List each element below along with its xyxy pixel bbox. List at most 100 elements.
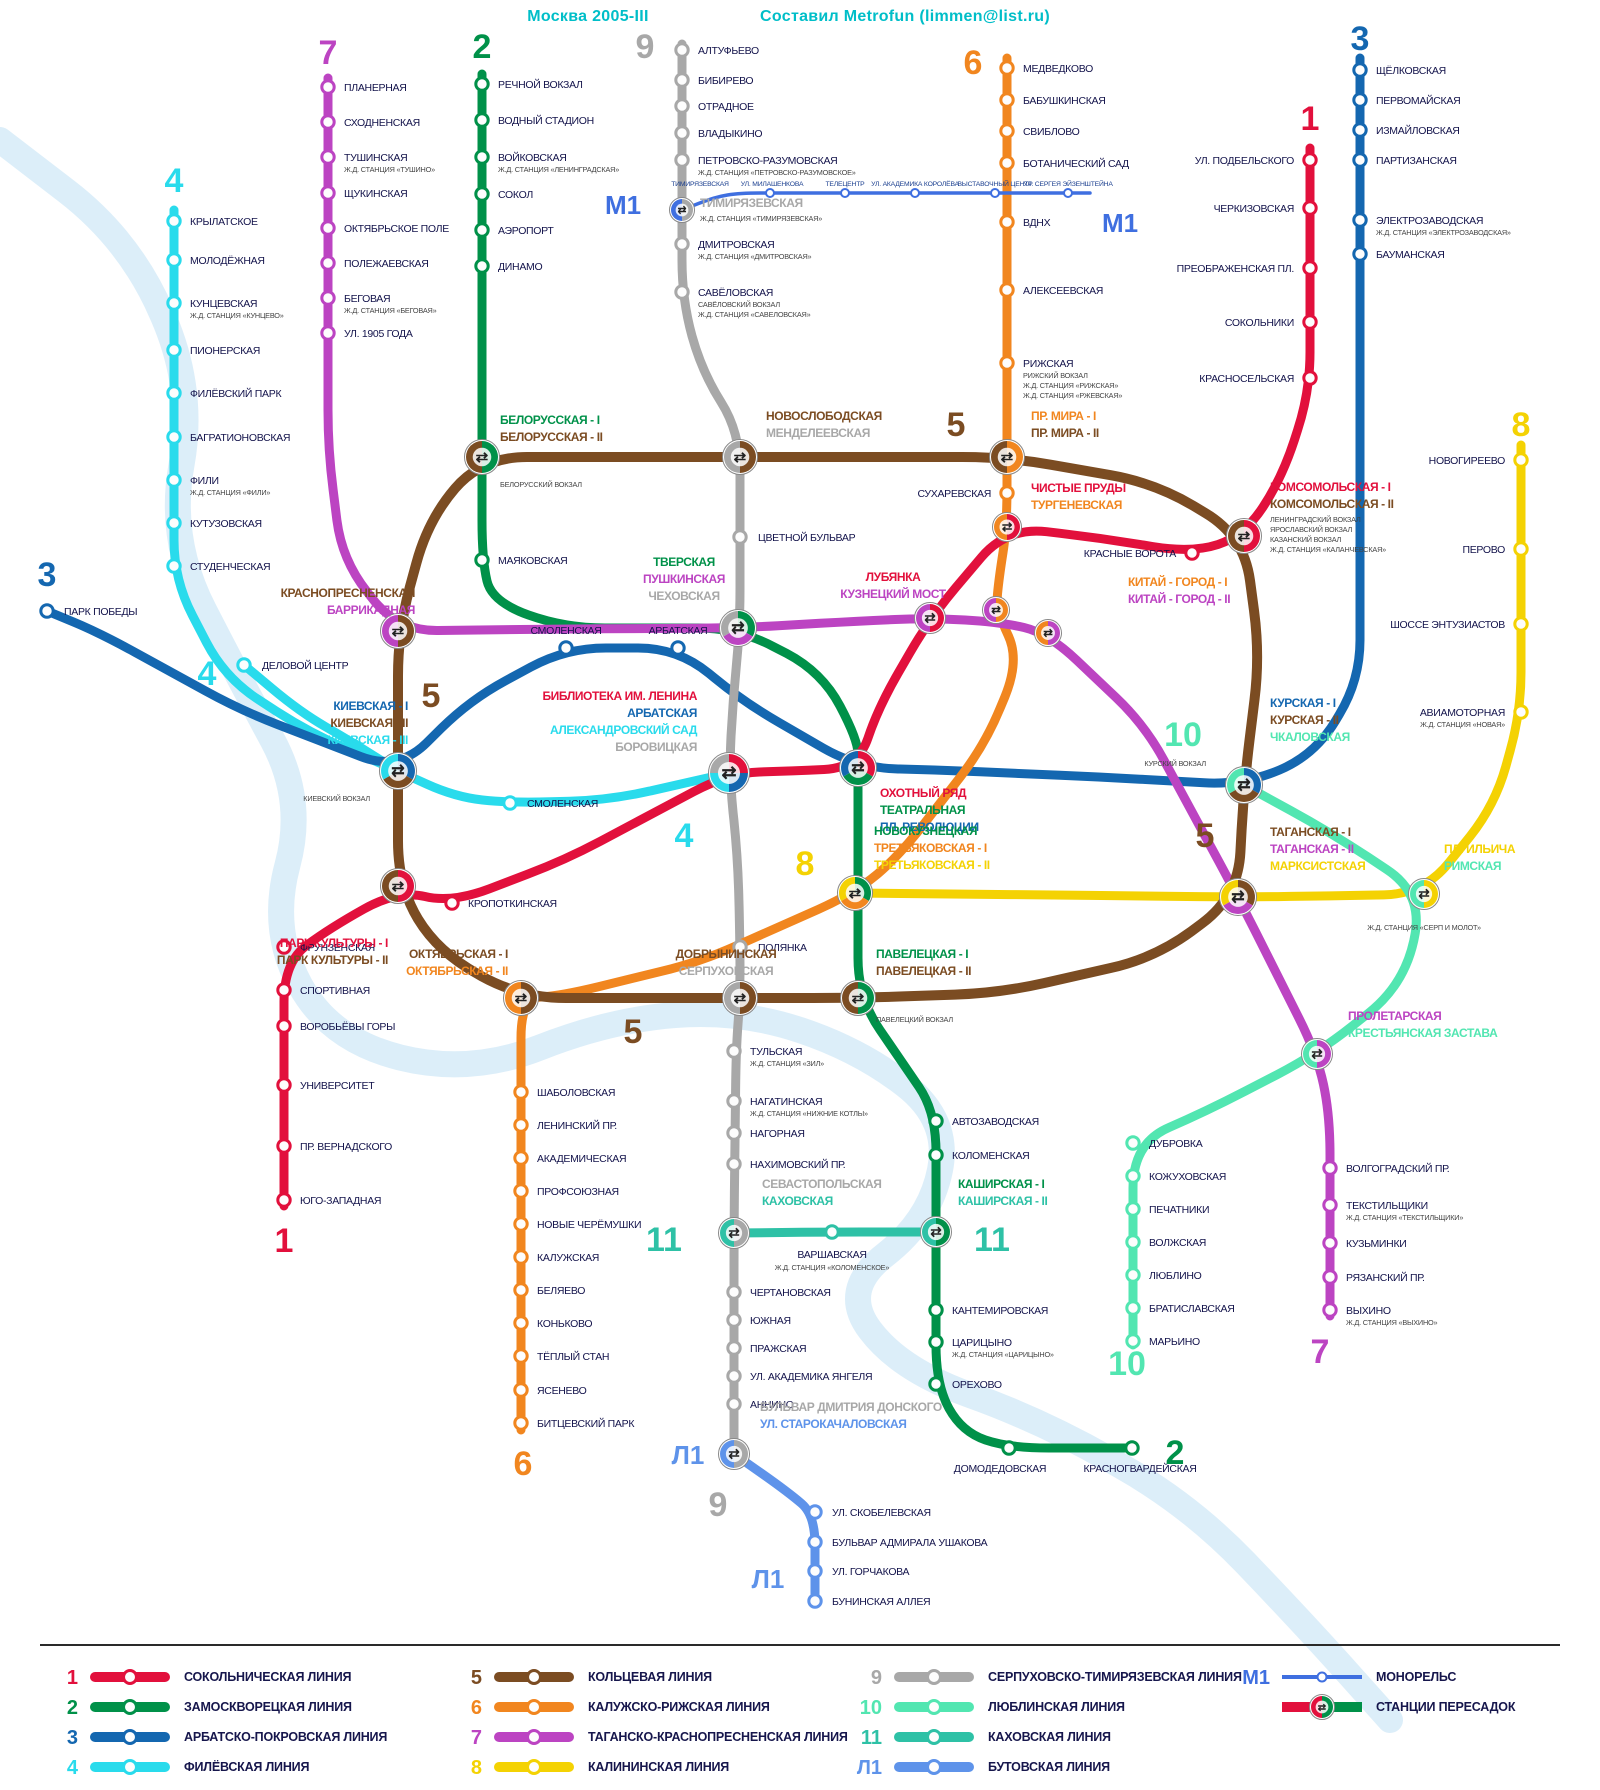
transfer-arrows-icon: ⇄ xyxy=(721,763,736,783)
line-number-badge: 11 xyxy=(646,1221,682,1259)
station-sublabel: Ж.Д. СТАНЦИЯ «ТЕКСТИЛЬЩИКИ» xyxy=(1346,1213,1463,1222)
transfer-label: ПАРК КУЛЬТУРЫ - I xyxy=(280,936,388,950)
station-dot xyxy=(166,385,182,401)
transfer-arrows-icon: ⇄ xyxy=(678,205,687,216)
station-label: МАЯКОВСКАЯ xyxy=(498,555,567,567)
legend-line-number: 7 xyxy=(471,1727,482,1749)
station-dot xyxy=(166,472,182,488)
station-dot xyxy=(1125,1333,1141,1349)
transfer-center xyxy=(997,447,1017,467)
station-dot xyxy=(674,152,690,168)
station-label: ПАРК ПОБЕДЫ xyxy=(64,606,137,618)
station-dot xyxy=(474,222,490,238)
transfer-center xyxy=(1234,775,1254,795)
station-label: СМОЛЕНСКАЯ xyxy=(530,625,601,637)
station-label: БАУМАНСКАЯ xyxy=(1376,249,1445,261)
transfer-label: КУЗНЕЦКИЙ МОСТ xyxy=(840,586,946,601)
transfer-label: ЧКАЛОВСКАЯ xyxy=(1270,730,1350,744)
station-label: СВИБЛОВО xyxy=(1023,126,1080,138)
station-dot xyxy=(726,1093,742,1109)
station-dot xyxy=(320,220,336,236)
legend-station-dot xyxy=(926,1729,942,1745)
station-dot xyxy=(513,1183,529,1199)
station-label: ВЛАДЫКИНО xyxy=(698,128,762,140)
legend-line-number: 10 xyxy=(860,1697,882,1719)
transfer-label: ПРОЛЕТАРСКАЯ xyxy=(1348,1009,1441,1023)
transfer-arrows-icon: ⇄ xyxy=(849,885,862,902)
transfer-center xyxy=(1234,526,1254,546)
station-sublabel: Ж.Д. СТАНЦИЯ «БЕГОВАЯ» xyxy=(344,306,437,315)
station-dot xyxy=(999,282,1015,298)
station-label: КОНЬКОВО xyxy=(537,1318,592,1330)
station-label: УЛ. СКОБЕЛЕВСКАЯ xyxy=(832,1507,931,1519)
station-label: НОВОГИРЕЕВО xyxy=(1429,455,1505,467)
station-dot xyxy=(276,1138,292,1154)
station-sublabel: Ж.Д. СТАНЦИЯ «ЭЛЕКТРОЗАВОДСКАЯ» xyxy=(1376,228,1511,237)
transfer-center xyxy=(675,203,689,217)
legend-station-dot xyxy=(926,1759,942,1775)
station-label: СУХАРЕВСКАЯ xyxy=(917,488,991,500)
transfer-label: ДОБРЫНИНСКАЯ xyxy=(676,947,777,961)
station-dot xyxy=(807,1563,823,1579)
monorail-station-dot xyxy=(1063,188,1073,198)
transfer-label: ТУРГЕНЕВСКАЯ xyxy=(1031,498,1122,512)
station-label: ВОЙКОВСКАЯ xyxy=(498,151,566,164)
legend-station-dot xyxy=(926,1699,942,1715)
legend-line-number: 9 xyxy=(871,1667,882,1689)
station-dot xyxy=(320,79,336,95)
line-number-badge: Л1 xyxy=(672,1440,705,1470)
legend-station-dot xyxy=(526,1729,542,1745)
station-dot xyxy=(726,1340,742,1356)
transfer-label: ОКТЯБРЬСКАЯ - II xyxy=(406,964,508,978)
station-dot xyxy=(1001,1440,1017,1456)
line-number-badge: 3 xyxy=(1351,20,1370,58)
transfer-arrows-icon: ⇄ xyxy=(991,605,1001,617)
line-number-badge: 3 xyxy=(38,556,57,594)
station-label: ПЕРВОМАЙСКАЯ xyxy=(1376,94,1460,107)
station-label: КРАСНЫЕ ВОРОТА xyxy=(1084,548,1176,560)
legend-line-number: 2 xyxy=(67,1697,78,1719)
station-label: ПРОФСОЮЗНАЯ xyxy=(537,1186,619,1198)
station-sublabel: Ж.Д. СТАНЦИЯ «КУНЦЕВО» xyxy=(190,311,284,320)
station-dot xyxy=(513,1315,529,1331)
transfer-center xyxy=(921,609,939,627)
station-label: АКАДЕМИЧЕСКАЯ xyxy=(537,1153,626,1165)
legend-line-number: 1 xyxy=(67,1667,78,1689)
transfer-center xyxy=(725,1445,743,1463)
station-dot xyxy=(726,1043,742,1059)
station-dot xyxy=(807,1593,823,1609)
station-dot xyxy=(320,325,336,341)
station-label: ОРЕХОВО xyxy=(952,1379,1002,1391)
transfer-label: КУРСКАЯ - I xyxy=(1270,696,1336,710)
transfer-label: ПР. МИРА - II xyxy=(1031,426,1099,440)
station-dot xyxy=(928,1302,944,1318)
station-label: ОТРАДНОЕ xyxy=(698,101,754,113)
line-number-badge: 5 xyxy=(1196,817,1215,855)
station-label: УЛ. ПОДБЕЛЬСКОГО xyxy=(1195,155,1294,167)
station-label: КУТУЗОВСКАЯ xyxy=(190,518,262,530)
legend-item-label: ЗАМОСКВОРЕЦКАЯ ЛИНИЯ xyxy=(184,1700,352,1714)
station-label: РЯЗАНСКИЙ ПР. xyxy=(1346,1271,1425,1284)
station-dot xyxy=(1352,152,1368,168)
transfer-label: ЧЕХОВСКАЯ xyxy=(648,589,719,603)
monorail-station-dot xyxy=(765,188,775,198)
line-number-badge: 7 xyxy=(319,34,338,72)
station-sublabel: Ж.Д. СТАНЦИЯ «ЗИЛ» xyxy=(750,1059,824,1068)
station-dot xyxy=(166,342,182,358)
transfer-label: ТРЕТЬЯКОВСКАЯ - II xyxy=(874,858,990,872)
station-dot xyxy=(1302,260,1318,276)
legend-line-number: М1 xyxy=(1242,1667,1270,1689)
station-label: БУНИНСКАЯ АЛЛЕЯ xyxy=(832,1596,930,1608)
station-dot xyxy=(1125,1168,1141,1184)
transfer-center xyxy=(927,1223,945,1241)
station-label: ДЕЛОВОЙ ЦЕНТР xyxy=(262,659,349,672)
station-label: СМОЛЕНСКАЯ xyxy=(527,798,598,810)
transfer-label: ТАГАНСКАЯ - I xyxy=(1270,825,1351,839)
station-dot xyxy=(558,640,574,656)
station-dot xyxy=(513,1150,529,1166)
transfer-label: ЧИСТЫЕ ПРУДЫ xyxy=(1031,481,1126,495)
transfer-label: ПАВЕЛЕЦКАЯ - II xyxy=(876,964,971,978)
transfer-label: АРБАТСКАЯ xyxy=(627,706,697,720)
transfer-arrows-icon: ⇄ xyxy=(392,878,405,895)
